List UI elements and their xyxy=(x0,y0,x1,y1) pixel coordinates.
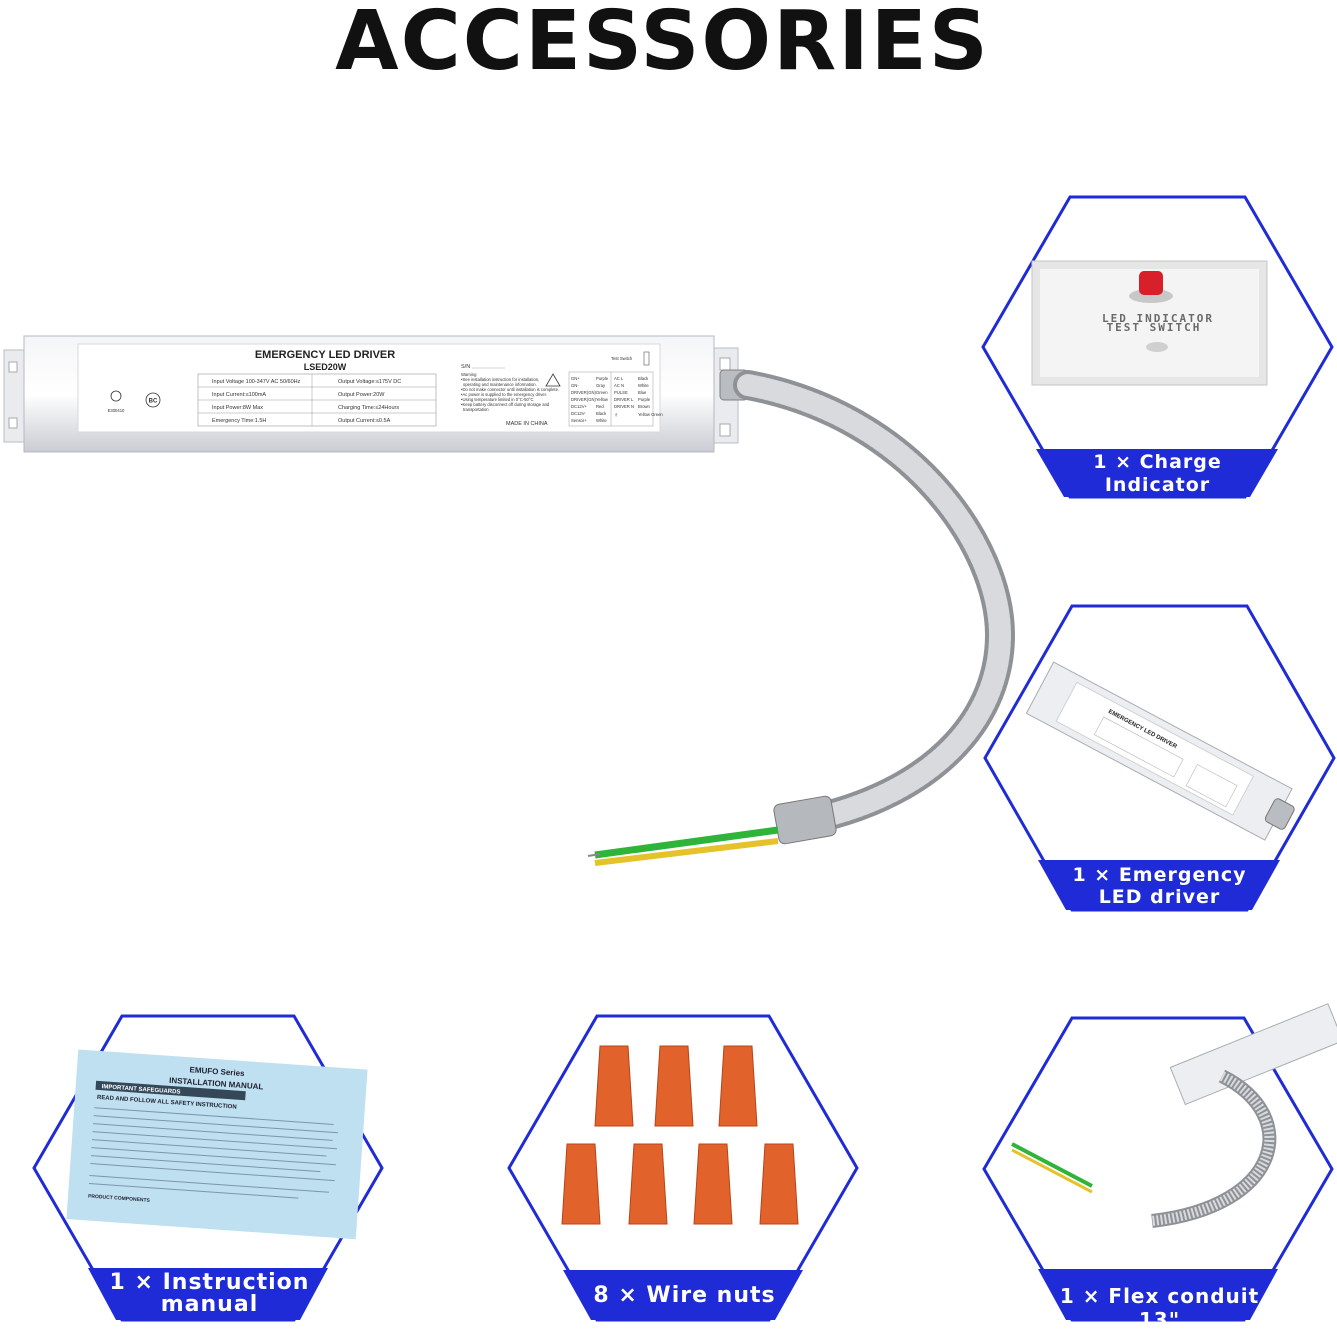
spec-left-2: Input Power:8W Max xyxy=(212,405,263,411)
cert-mark-1: E300410 xyxy=(108,408,125,413)
bc-mark-icon xyxy=(145,392,161,408)
wire-right-4: DRIVER N xyxy=(614,404,634,409)
caption-indicator-line2: & Test Switch xyxy=(1078,497,1237,519)
warning-triangle-icon xyxy=(545,373,561,387)
wire-color-3: Yellow xyxy=(596,397,609,402)
wire-right-0: AC L xyxy=(614,376,624,381)
wire-right-1: AC N xyxy=(614,383,624,388)
warning-line-6: •Keep battery disconnect off during stor… xyxy=(461,402,550,407)
wire-left-1: GN- xyxy=(571,383,579,388)
wire-color-1: Gray xyxy=(596,383,606,388)
wire-rcolor-2: Blue xyxy=(638,390,647,395)
plate-text-indicator: LED INDICATOR xyxy=(1102,312,1214,325)
accessory-card-wire-nuts: 8 × Wire nuts xyxy=(507,1014,859,1322)
warning-line-4: •Ac power is supplied to the emergency d… xyxy=(461,392,547,397)
accessory-card-driver: EMERGENCY LED DRIVER 1 × Emergency LED d… xyxy=(982,604,1337,912)
ul-mark-icon xyxy=(110,390,122,402)
wire-color-6: White xyxy=(596,418,607,423)
wire-color-5: Black xyxy=(596,411,607,416)
driver-spec-table: Input Voltage 100-347V AC 50/60Hz Input … xyxy=(197,373,437,427)
test-switch-icon xyxy=(643,351,650,366)
manual-title: EMUFO Series xyxy=(189,1065,245,1078)
wire-rcolor-0: Black xyxy=(638,376,649,381)
accessory-card-indicator: LED INDICATOR TEST SWITCH 1 × Charge Ind… xyxy=(980,195,1335,519)
cert-mark-2: BC xyxy=(149,399,158,405)
caption-driver-line2: LED driver xyxy=(1098,886,1221,908)
wire-rcolor-3: Purple xyxy=(638,397,651,402)
wire-left-0: GN+ xyxy=(571,376,580,381)
caption-manual-line1: 1 × Instruction xyxy=(109,1270,310,1295)
emergency-led-driver-image: EMERGENCY LED DRIVER LSED20W Input Volta… xyxy=(0,330,745,460)
wire-right-5: ⏚ xyxy=(614,412,618,417)
spec-left-0: Input Voltage 100-347V AC 50/60Hz xyxy=(212,379,301,385)
page-title: ACCESSORIES xyxy=(335,0,990,89)
manual-banner: IMPORTANT SAFEGUARDS xyxy=(101,1084,180,1095)
warning-line-1: •See installation instruction for instal… xyxy=(461,377,539,382)
caption-indicator-line1: 1 × Charge Indicator xyxy=(1093,451,1222,496)
wire-table: GN+ GN- DRIVER(GN) DRIVER(GN) DC12V+ DC1… xyxy=(568,371,663,427)
wire-left-3: DRIVER(GN) xyxy=(571,397,596,402)
wire-left-5: DC12V- xyxy=(571,411,586,416)
wire-left-6: Sensor+ xyxy=(571,418,587,423)
warning-line-7: transportation xyxy=(463,407,489,412)
wire-nut-icon xyxy=(561,1045,799,1225)
made-in-label: MADE IN CHINA xyxy=(506,421,548,427)
warning-line-5: •Using temperature limited in 0°C-50°C xyxy=(461,397,534,402)
spec-left-1: Input Current:≤100mA xyxy=(212,392,266,398)
plate-text-switch: TEST SWITCH xyxy=(1107,321,1202,334)
wire-color-0: Purple xyxy=(596,376,609,381)
warning-line-3: •Do not make connector until installatio… xyxy=(461,387,559,392)
wire-right-3: DRIVER L xyxy=(614,397,634,402)
caption-flex-conduit: 1 × Flex conduit 13" xyxy=(1059,1284,1260,1332)
test-switch-label: Test Switch xyxy=(611,356,633,361)
wire-rcolor-4: Brown xyxy=(638,404,651,409)
caption-manual-line2: manual xyxy=(160,1292,259,1317)
wire-color-2: Green xyxy=(596,390,608,395)
wire-rcolor-1: White xyxy=(638,383,649,388)
wire-rcolor-5: Yellow Green xyxy=(638,412,663,417)
driver-label-title: EMERGENCY LED DRIVER xyxy=(255,349,395,361)
indicator-red-button-icon xyxy=(1139,271,1163,295)
caption-wire-nuts: 8 × Wire nuts xyxy=(593,1283,776,1308)
screw-hole-icon xyxy=(1146,342,1168,352)
manual-section: PRODUCT COMPONENTS xyxy=(88,1193,151,1203)
sn-label: S/N xyxy=(461,364,470,370)
wire-left-2: DRIVER(GN) xyxy=(571,390,596,395)
accessory-card-manual: EMUFO Series INSTALLATION MANUAL IMPORTA… xyxy=(32,1014,384,1322)
spec-right-0: Output Voltage:≤175V DC xyxy=(338,379,401,385)
wire-color-4: Red xyxy=(596,404,604,409)
spec-right-2: Charging Time:≤24Hours xyxy=(338,405,399,411)
warning-line-0: Warning xyxy=(461,372,477,377)
spec-left-3: Emergency Time:1.5H xyxy=(212,418,266,424)
warning-line-2: operating and maintenance information. xyxy=(463,382,537,387)
wire-right-2: PULSE xyxy=(614,390,628,395)
wire-left-4: DC12V+ xyxy=(571,404,587,409)
spec-right-1: Output Power:20W xyxy=(338,392,385,398)
spec-right-3: Output Current:≤0.5A xyxy=(338,418,391,424)
accessory-card-flex-conduit: 1 × Flex conduit 13" xyxy=(982,1003,1337,1332)
caption-driver-line1: 1 × Emergency xyxy=(1072,864,1247,886)
flex-conduit-image xyxy=(587,369,1016,866)
driver-label-model: LSED20W xyxy=(304,362,347,372)
